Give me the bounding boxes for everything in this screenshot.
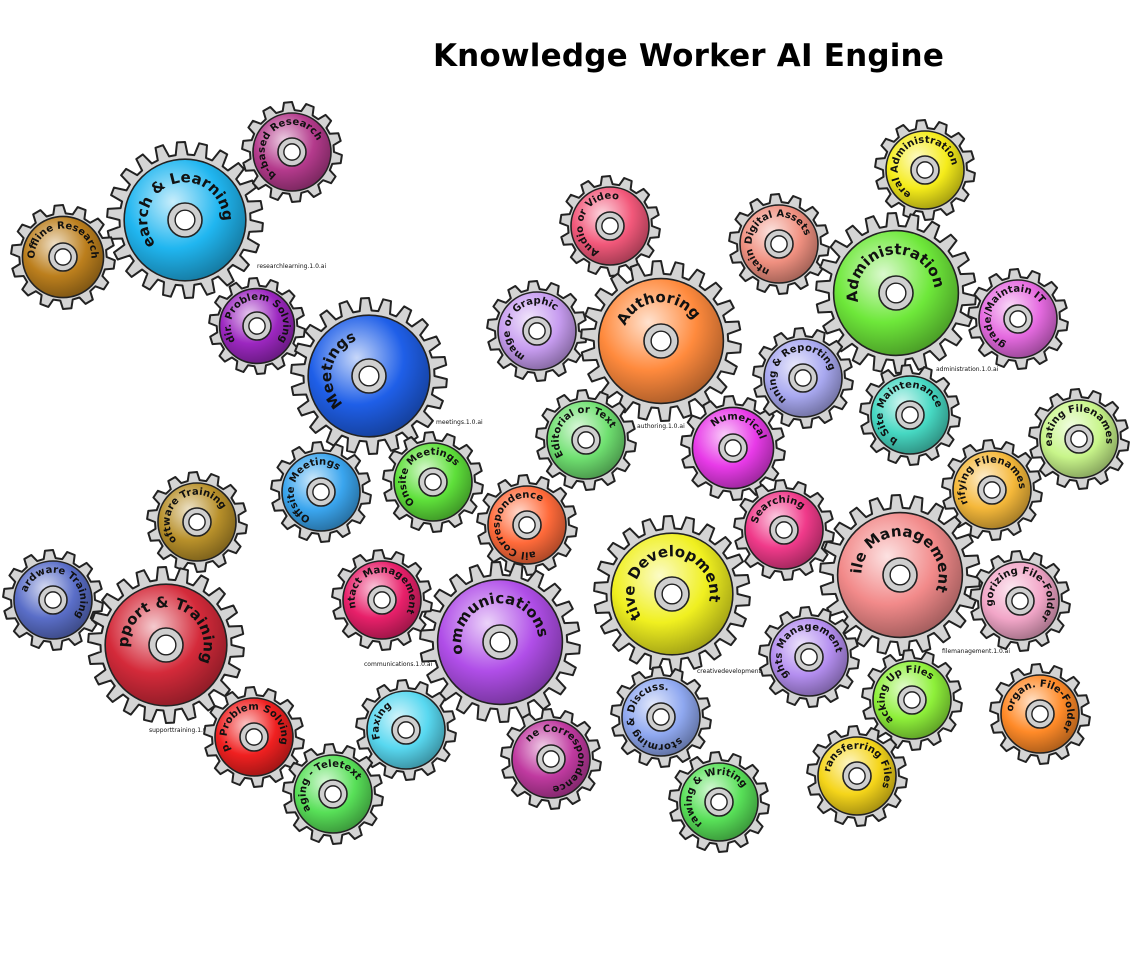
gear-axle-hole [661, 583, 683, 605]
gear-axle-hole [44, 591, 62, 609]
gear-axle-hole [903, 691, 921, 709]
gear-axle-hole [983, 481, 1001, 499]
gear-axle-hole [652, 708, 670, 726]
gear-file-label: researchlearning.1.0.ai [257, 263, 326, 270]
gear-axle-hole [54, 248, 72, 266]
gear-faxing: Faxing [355, 679, 457, 781]
gear-file-label: authoring.1.0.ai [637, 423, 685, 430]
gear-axle-hole [1011, 592, 1029, 610]
gear-axle-hole [188, 513, 206, 531]
gear-axle-hole [312, 483, 330, 501]
gear-axle-hole [324, 785, 342, 803]
gear-axle-hole [710, 793, 728, 811]
gear-file-label: creativedevelopment.1.0.ai [697, 668, 780, 675]
gear-axle-hole [601, 217, 619, 235]
gear-axle-hole [248, 317, 266, 335]
gear-axle-hole [1009, 310, 1027, 328]
gear-axle-hole [889, 564, 911, 586]
gear-axle-hole [724, 439, 742, 457]
gear-file-label: administration.1.0.ai [936, 366, 999, 373]
gear-axle-hole [245, 728, 263, 746]
gear-axle-hole [885, 282, 907, 304]
gear-axle-hole [358, 365, 380, 387]
gear-numerical: Numerical [680, 395, 786, 501]
gear-offsite-meetings: Offsite Meetings [270, 441, 372, 543]
gear-axle-hole [155, 634, 177, 656]
gear-searching: Searching [733, 479, 835, 581]
gear-label: Hardware Training [0, 0, 88, 621]
gear-axle-hole [424, 473, 442, 491]
gear-axle-hole [848, 767, 866, 785]
gear-file-label: communications.1.0.ai [364, 661, 433, 668]
gear-file-label: meetings.1.0.ai [436, 419, 483, 426]
gear-axle-hole [1031, 705, 1049, 723]
gear-axle-hole [174, 209, 196, 231]
gear-hardware-training: Hardware Training [0, 0, 104, 651]
gear-file-label: filemanagement.1.0.ai [942, 648, 1010, 655]
gear-axle-hole [577, 431, 595, 449]
gear-file-label: supporttraining.1.0.ai [149, 727, 214, 734]
gear-axle-hole [397, 721, 415, 739]
gear-axle-hole [283, 143, 301, 161]
gear-axle-hole [916, 161, 934, 179]
gear-axle-hole [373, 591, 391, 609]
gear-axle-hole [770, 235, 788, 253]
gear-axle-hole [489, 631, 511, 653]
gear-axle-hole [800, 648, 818, 666]
gear-axle-hole [528, 322, 546, 340]
gear-axle-hole [518, 516, 536, 534]
gear-axle-hole [794, 369, 812, 387]
gear-editorial-or-text: Editorial or Text [535, 389, 637, 491]
gear-axle-hole [650, 330, 672, 352]
gear-axle-hole [901, 406, 919, 424]
gear-offline-research: Offline Research [10, 204, 116, 310]
gear-audio-or-video: Audio or Video [559, 175, 661, 277]
gear-axle-hole [775, 521, 793, 539]
gear-axle-hole [542, 750, 560, 768]
diagram-title: Knowledge Worker AI Engine [432, 38, 945, 74]
gear-axle-hole [1070, 430, 1088, 448]
gear-onsite-meetings: Onsite Meetings [382, 431, 484, 533]
